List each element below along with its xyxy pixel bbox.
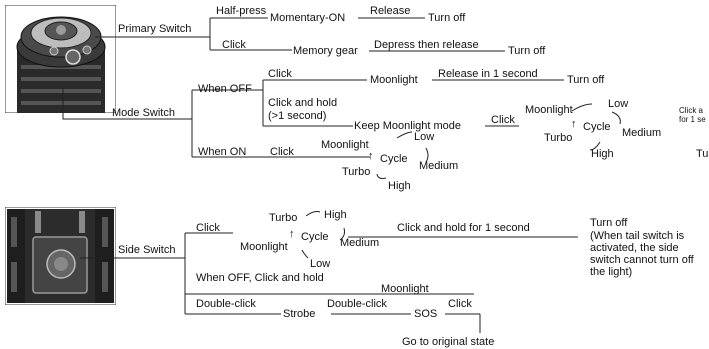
- click-label: Click: [196, 222, 220, 234]
- cycle-moonlight: Moonlight: [525, 104, 573, 116]
- click-label: Click: [491, 114, 515, 126]
- momentary-on-label: Momentary-ON: [270, 12, 346, 24]
- release-label: Release: [370, 5, 411, 17]
- cycle-arrow-icon: ↑: [289, 228, 295, 240]
- click-hold-1s-label: Click and hold for 1 second: [397, 222, 530, 234]
- cycle-turbo: Turbo: [544, 132, 573, 144]
- cycle-low: Low: [608, 98, 629, 110]
- cycle-low: Low: [414, 131, 435, 143]
- click-fragment: Click a: [679, 106, 704, 115]
- when-on-label: When ON: [198, 146, 247, 158]
- cycle-label: Cycle: [380, 153, 408, 165]
- depress-release-label: Depress then release: [374, 39, 479, 51]
- side-switch-label: Side Switch: [118, 244, 176, 256]
- turn-off-label: Turn off: [428, 12, 466, 24]
- moonlight-label: Moonlight: [370, 74, 418, 86]
- mode-switch-label: Mode Switch: [112, 107, 175, 119]
- double-click-label: Double-click: [196, 298, 256, 310]
- cycle-medium: Medium: [419, 160, 459, 172]
- cycle-turbo: Turbo: [342, 166, 371, 178]
- cycle-arrow-icon: ↑: [368, 150, 374, 162]
- cycle-label: Cycle: [583, 121, 611, 133]
- click-hold-label: Click and hold: [268, 97, 338, 109]
- cycle-medium: Medium: [622, 127, 662, 139]
- turn-off-label: Turn off: [508, 45, 546, 57]
- click-label: Click: [270, 146, 294, 158]
- turn-off-fragment: Tu: [696, 148, 709, 160]
- release-1s-label: Release in 1 second: [438, 68, 538, 80]
- go-original-label: Go to original state: [402, 336, 495, 348]
- cycle-high: High: [324, 209, 347, 221]
- cycle-high: High: [591, 148, 614, 160]
- side-switch-note: (When tail switch is activated, the side…: [590, 230, 694, 278]
- cycle-moonlight: Moonlight: [240, 241, 288, 253]
- click-label: Click: [222, 39, 246, 51]
- cycle-label: Cycle: [301, 231, 329, 243]
- turn-off-label: Turn off: [567, 74, 605, 86]
- cycle-arrow-icon: ↑: [571, 118, 577, 130]
- when-off-label: When OFF: [198, 83, 252, 95]
- keep-moonlight-label: Keep Moonlight mode: [354, 120, 462, 132]
- turn-off-label: Turn off: [590, 217, 628, 229]
- moonlight-label: Moonlight: [381, 283, 429, 295]
- click-label: Click: [448, 298, 472, 310]
- cycle-turbo: Turbo: [269, 212, 298, 224]
- memory-gear-label: Memory gear: [293, 45, 358, 57]
- gt-1s-label: (>1 second): [268, 110, 327, 122]
- when-off-hold-label: When OFF, Click and hold: [196, 272, 324, 284]
- double-click-label: Double-click: [327, 298, 387, 310]
- sos-label: SOS: [414, 308, 438, 320]
- cycle-moonlight: Moonlight: [321, 139, 369, 151]
- cycle-high: High: [388, 180, 411, 192]
- click-label: Click: [268, 68, 292, 80]
- primary-switch-label: Primary Switch: [118, 23, 192, 35]
- for-1s-fragment: for 1 se: [679, 115, 706, 124]
- tailcap-photo: [5, 5, 116, 113]
- cycle-medium: Medium: [340, 237, 380, 249]
- strobe-label: Strobe: [283, 308, 316, 320]
- cycle-low: Low: [310, 258, 331, 270]
- side-switch-photo: [5, 207, 116, 305]
- half-press-label: Half-press: [216, 5, 267, 17]
